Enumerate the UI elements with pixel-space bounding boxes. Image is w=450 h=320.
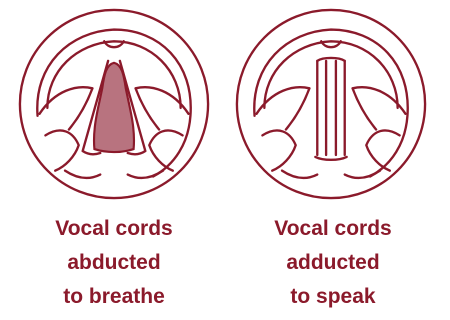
airway-ring bbox=[254, 30, 407, 177]
lower-tissue-left bbox=[282, 171, 317, 178]
left-aryepiglottic-fold bbox=[45, 130, 78, 170]
caption-line-1: Vocal cords bbox=[14, 212, 214, 246]
left-aryepiglottic-fold bbox=[262, 130, 295, 170]
lower-tissue-right bbox=[128, 171, 163, 178]
abducted-caption: Vocal cords abducted to breathe bbox=[14, 212, 214, 314]
larynx-abducted-illustration bbox=[16, 6, 212, 202]
cords-top-cap bbox=[317, 58, 344, 61]
glottis-opening bbox=[94, 63, 134, 152]
abducted-panel: Vocal cords abducted to breathe bbox=[0, 0, 225, 320]
caption-line-3: to breathe bbox=[14, 280, 214, 314]
caption-line-3: to speak bbox=[233, 280, 433, 314]
larynx-adducted-illustration bbox=[233, 6, 429, 202]
caption-line-2: adducted bbox=[233, 246, 433, 280]
airway-ring-inner bbox=[264, 41, 397, 108]
cords-bottom-cap bbox=[315, 157, 346, 160]
right-aryepiglottic-fold bbox=[149, 130, 182, 170]
right-aryepiglottic-fold bbox=[366, 130, 399, 170]
lower-tissue-right bbox=[345, 171, 380, 178]
caption-line-2: abducted bbox=[14, 246, 214, 280]
adducted-panel: Vocal cords adducted to speak bbox=[225, 0, 450, 320]
adducted-caption: Vocal cords adducted to speak bbox=[233, 212, 433, 314]
lower-tissue-left bbox=[65, 171, 100, 178]
caption-line-1: Vocal cords bbox=[233, 212, 433, 246]
